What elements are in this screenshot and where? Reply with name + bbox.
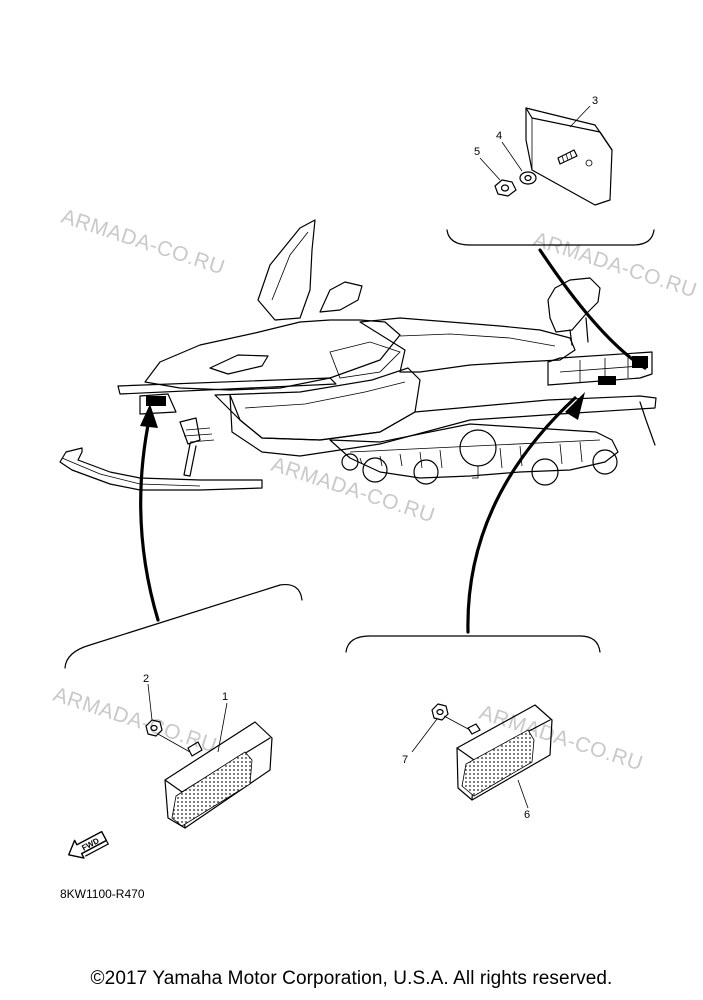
callout-5: 5: [474, 146, 480, 158]
snowmobile-illustration: [59, 219, 657, 491]
connector-lines: [139, 248, 647, 634]
callout-7: 7: [402, 754, 408, 766]
top-detail-group: 3 4 5: [446, 95, 655, 246]
copyright-notice: ©2017 Yamaha Motor Corporation, U.S.A. A…: [90, 968, 613, 989]
bracket-bottom-left: [64, 583, 303, 669]
front-reflector-location: [146, 396, 166, 406]
callout-2: 2: [143, 673, 149, 685]
fwd-arrow-icon: FWD: [67, 830, 110, 859]
watermark-text: ARMADA-CO.RU: [50, 683, 219, 758]
diagram-code: 8KW1100-R470: [60, 887, 145, 901]
callout-3: 3: [592, 95, 598, 107]
callout-4: 4: [496, 130, 502, 142]
watermark-text: ARMADA-CO.RU: [58, 205, 227, 280]
callout-6: 6: [524, 809, 530, 821]
watermark-text: ARMADA-CO.RU: [268, 453, 437, 528]
bottom-right-detail-group: 7 6: [345, 635, 601, 821]
callout-1: 1: [222, 691, 228, 703]
rear-reflector-location: [598, 376, 616, 385]
bracket-top: [446, 229, 655, 246]
top-plate-location: [632, 356, 648, 368]
bracket-bottom-right: [345, 635, 601, 653]
bottom-left-detail-group: 1 2: [64, 583, 303, 829]
watermark-text: ARMADA-CO.RU: [530, 228, 699, 303]
